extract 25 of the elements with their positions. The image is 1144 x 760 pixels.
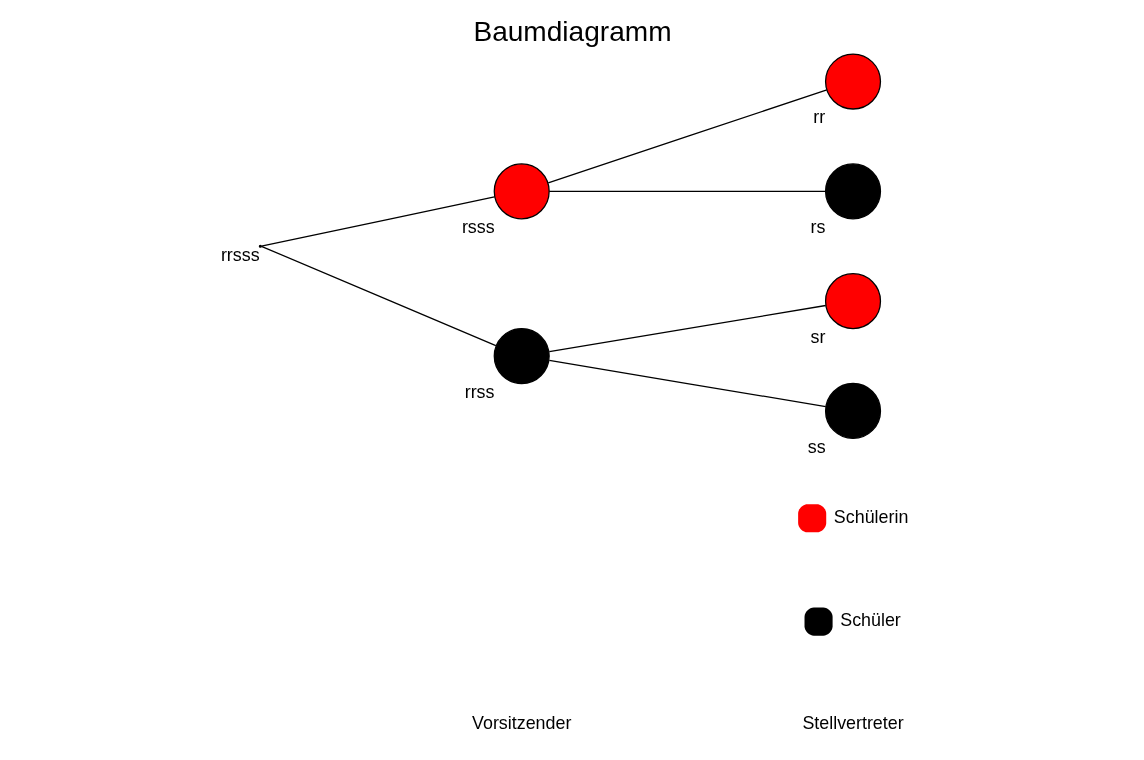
connector	[548, 190, 826, 192]
connector	[260, 196, 495, 247]
node-circle	[493, 163, 550, 220]
connector	[547, 89, 827, 184]
node-point	[258, 244, 262, 248]
node-circle	[493, 327, 550, 385]
legend-label: Schülerin	[833, 506, 908, 527]
label: Vorsitzender	[471, 712, 571, 733]
node-label: ss	[807, 436, 826, 457]
node-label: rr	[812, 107, 825, 128]
node-circle	[824, 382, 881, 440]
node-label: rs	[809, 217, 825, 238]
node-label: rrss	[464, 381, 494, 402]
node-label: rsss	[461, 217, 495, 238]
node-label: rrsss	[220, 245, 260, 266]
connector	[548, 304, 826, 353]
node-label: sr	[809, 326, 825, 347]
node-circle	[824, 163, 881, 220]
label: Stellvertreter	[801, 712, 904, 733]
node-circle	[824, 273, 881, 330]
diagram-title: Baumdiagramm	[472, 15, 672, 47]
connector	[548, 359, 826, 408]
legend-label: Schüler	[839, 610, 901, 631]
connector	[260, 245, 496, 347]
node-circle	[824, 53, 881, 110]
